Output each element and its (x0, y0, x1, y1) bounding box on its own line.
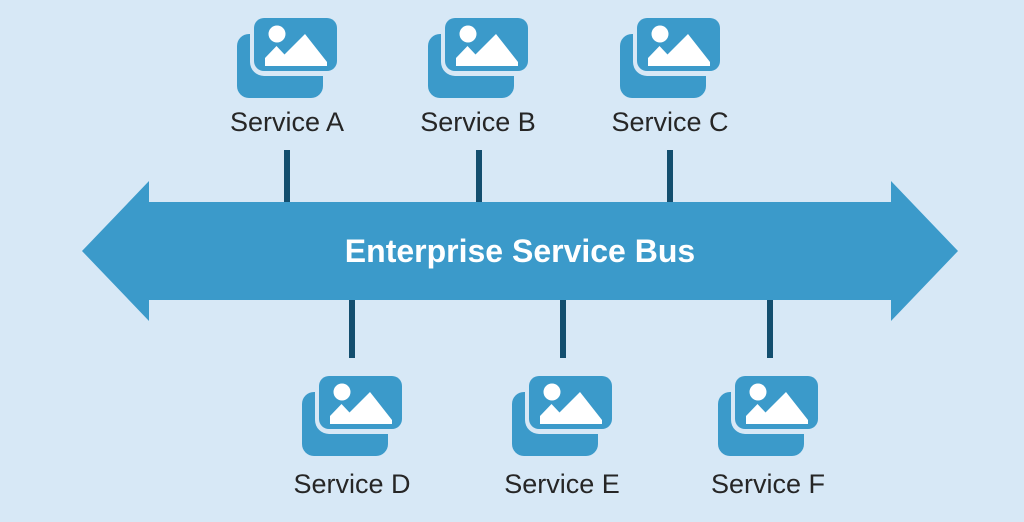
service-label: Service E (504, 469, 620, 499)
service-label: Service A (229, 107, 345, 137)
stacked-images-icon (428, 18, 528, 98)
service-label: Service B (420, 107, 536, 137)
service-label: Service D (293, 469, 411, 499)
bus-double-arrow (82, 181, 958, 321)
stacked-images-icon (302, 376, 402, 456)
service-node-b: Service B (368, 18, 588, 138)
connector-service-b (476, 150, 482, 203)
service-node-d: Service D (242, 376, 462, 500)
stacked-images-icon (718, 376, 818, 456)
connector-service-c (667, 150, 673, 203)
bus-label: Enterprise Service Bus (344, 232, 696, 269)
service-node-a: Service A (177, 18, 397, 138)
stacked-images-icon (237, 18, 337, 98)
stacked-images-icon (620, 18, 720, 98)
service-node-e: Service E (452, 376, 672, 500)
service-node-f: Service F (658, 376, 878, 500)
connector-service-a (284, 150, 290, 203)
service-label: Service F (710, 469, 826, 499)
connector-service-d (349, 300, 355, 358)
service-label: Service C (611, 107, 729, 137)
stacked-images-icon (512, 376, 612, 456)
connector-service-f (767, 300, 773, 358)
connector-service-e (560, 300, 566, 358)
service-node-c: Service C (560, 18, 780, 138)
